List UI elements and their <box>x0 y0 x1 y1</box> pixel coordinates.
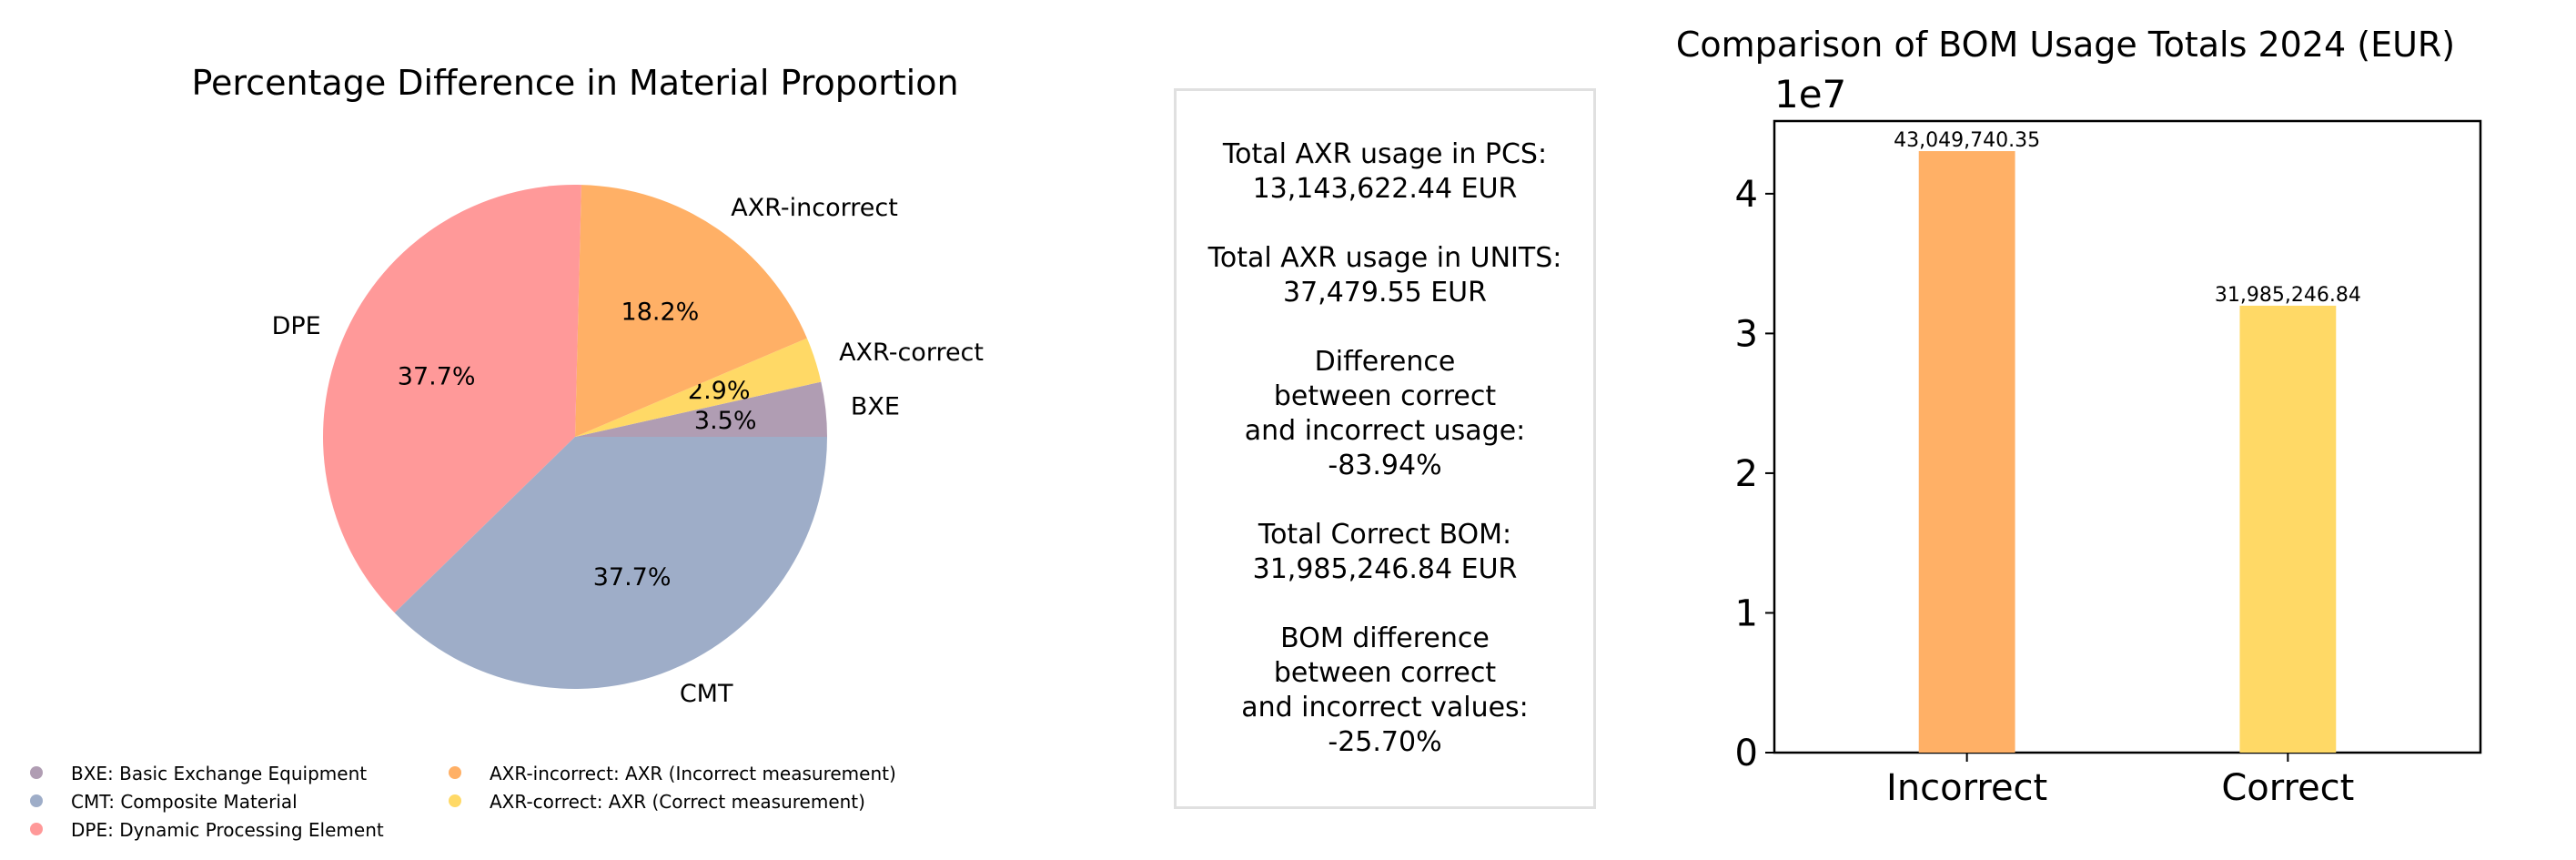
legend-marker <box>449 766 461 779</box>
pie-pct-label-dpe: 37.7% <box>398 363 476 391</box>
y-tick-label: 1 <box>1735 592 1758 634</box>
pie-slice-axr-correct <box>575 338 822 437</box>
pie-pct-label-axr-incorrect: 18.2% <box>621 298 700 327</box>
stat-line: -25.70% <box>1328 726 1442 758</box>
y-tick-label: 3 <box>1735 313 1758 355</box>
stat-line: between correct <box>1273 657 1497 689</box>
legend-entry: AXR-incorrect: AXR (Incorrect measuremen… <box>490 763 896 784</box>
pie-slice-dpe <box>323 185 581 613</box>
y-tick-label: 4 <box>1735 174 1758 216</box>
stat-line: and incorrect values: <box>1241 692 1529 723</box>
x-tick-label-incorrect: Incorrect <box>1886 767 2047 809</box>
pie-slice-label-axr-correct: AXR-correct <box>839 339 984 367</box>
pie-slice-axr-incorrect <box>575 185 807 438</box>
legend-marker <box>30 766 43 779</box>
stat-line: 13,143,622.44 EUR <box>1252 173 1518 205</box>
pie-slice-label-bxe: BXE <box>851 393 900 421</box>
stats-box: Total AXR usage in PCS:13,143,622.44 EUR… <box>1174 88 1596 809</box>
pie-slice-cmt <box>394 437 827 689</box>
stat-line: Difference <box>1314 346 1456 378</box>
legend-entry: DPE: Dynamic Processing Element <box>71 819 384 841</box>
pie-slice-label-cmt: CMT <box>680 680 733 708</box>
stat-line: and incorrect usage: <box>1244 415 1526 447</box>
stat-block: Total AXR usage in UNITS:37,479.55 EUR <box>1208 241 1562 310</box>
legend-entry: BXE: Basic Exchange Equipment <box>71 763 367 784</box>
stat-line: Total AXR usage in PCS: <box>1222 138 1548 170</box>
bar-value-label-incorrect: 43,049,740.35 <box>1894 129 2040 152</box>
legend-entry: AXR-correct: AXR (Correct measurement) <box>490 791 865 813</box>
pie-slice-bxe <box>575 381 827 437</box>
stat-block: Total AXR usage in PCS:13,143,622.44 EUR <box>1223 137 1547 207</box>
bar-correct <box>2239 305 2337 753</box>
pie-pct-label-cmt: 37.7% <box>593 563 672 592</box>
stat-line: 31,985,246.84 EUR <box>1252 553 1518 585</box>
legend-marker <box>449 794 461 807</box>
stat-block: Total Correct BOM:31,985,246.84 EUR <box>1253 518 1518 587</box>
x-tick-label-correct: Correct <box>2221 767 2354 809</box>
legend-marker <box>30 823 43 835</box>
y-tick-label: 0 <box>1735 733 1758 774</box>
y-tick-label: 2 <box>1735 453 1758 495</box>
stat-line: BOM difference <box>1280 622 1490 654</box>
y-axis-offset-label: 1e7 <box>1774 72 1846 116</box>
stat-line: -83.94% <box>1328 450 1442 481</box>
pie-pct-label-bxe: 3.5% <box>694 407 757 435</box>
stat-line: Total Correct BOM: <box>1258 519 1512 551</box>
stat-line: between correct <box>1273 380 1497 412</box>
pie-chart-title: Percentage Difference in Material Propor… <box>191 63 958 103</box>
bar-incorrect <box>1918 151 2015 754</box>
bar-value-label-correct: 31,985,246.84 <box>2215 284 2361 307</box>
pie-chart: 3.5%BXE2.9%AXR-correct18.2%AXR-incorrect… <box>272 185 984 708</box>
legend-entry: CMT: Composite Material <box>71 791 298 813</box>
pie-slice-label-dpe: DPE <box>272 312 321 340</box>
pie-slice-label-axr-incorrect: AXR-incorrect <box>731 194 898 222</box>
plot-frame <box>1773 119 2482 754</box>
legend-marker <box>30 794 43 807</box>
bar-chart-title: Comparison of BOM Usage Totals 2024 (EUR… <box>1676 25 2455 65</box>
stat-line: 37,479.55 EUR <box>1283 277 1487 309</box>
stat-line: Total AXR usage in UNITS: <box>1207 242 1562 274</box>
